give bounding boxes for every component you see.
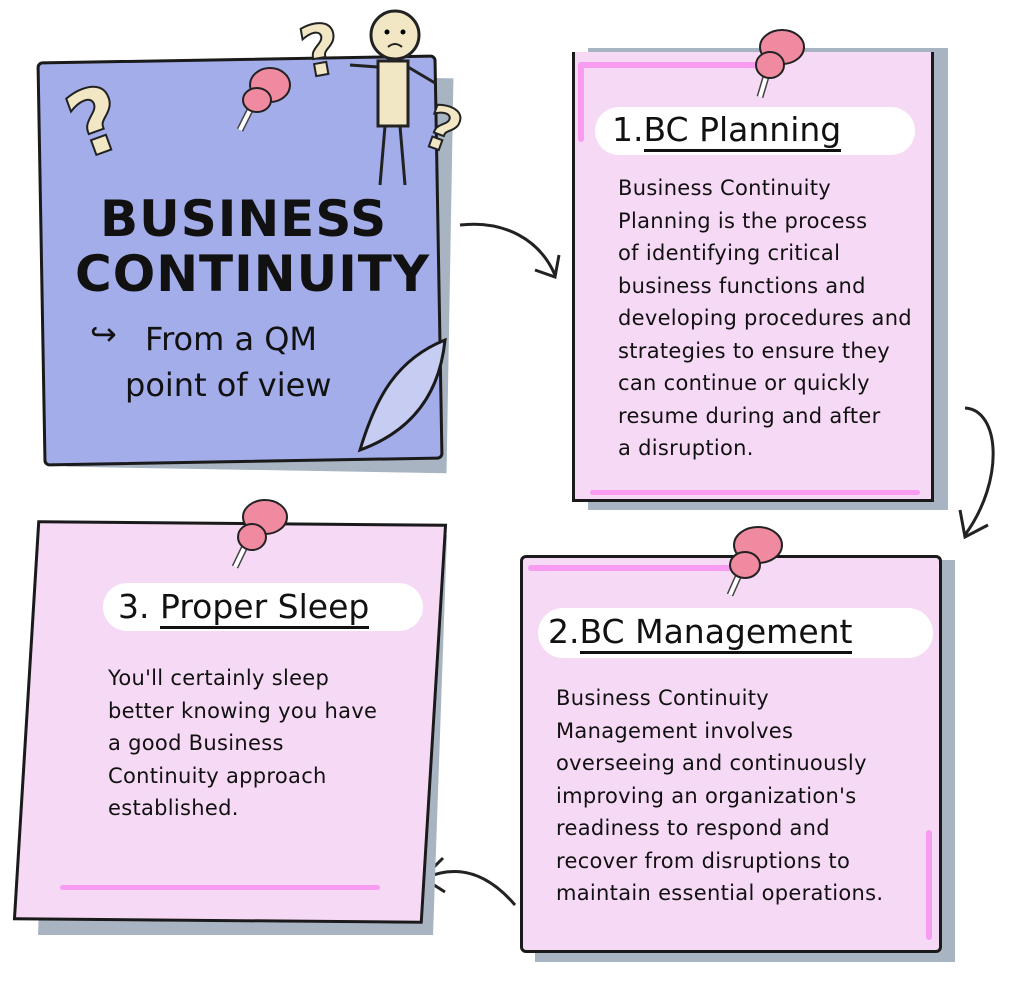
intro-subtitle-line2: point of view: [125, 366, 332, 404]
note-number: 1.: [612, 110, 644, 149]
note2-title: 2.BC Management: [548, 612, 853, 654]
body-line: resume during and after: [618, 403, 881, 428]
body-line: readiness to respond and: [556, 816, 830, 840]
body-line: overseeing and continuously: [556, 751, 867, 775]
highlight-strip: [590, 490, 920, 495]
note-title: Proper Sleep: [160, 587, 370, 629]
body-line: Management involves: [556, 718, 794, 743]
highlight-strip: [578, 62, 584, 142]
body-line: can continue or quickly: [618, 371, 870, 395]
highlight-strip: [926, 830, 932, 940]
body-line: better knowing you have: [108, 698, 378, 723]
title-highlight: [103, 583, 423, 631]
body-line: Continuity approach: [108, 763, 327, 788]
body-line: business functions and: [618, 273, 866, 298]
note-title: BC Management: [579, 612, 853, 654]
body-line: a good Business: [108, 731, 284, 755]
pushpin-icon: [726, 526, 783, 597]
note3-body: You'll certainly sleep better knowing you…: [108, 662, 377, 825]
pushpin-icon: [236, 67, 291, 132]
curved-arrow-icon: ↪: [90, 315, 117, 353]
note-number: 2.: [548, 612, 580, 651]
body-line: a disruption.: [618, 436, 754, 460]
body-line: established.: [108, 796, 239, 820]
body-line: of identifying critical: [618, 241, 841, 265]
arrow-icon: [958, 406, 995, 540]
arrow-icon: [459, 222, 561, 279]
confused-stick-figure-icon: [349, 9, 436, 186]
body-line: strategies to ensure they: [618, 338, 890, 363]
body-line: maintain essential operations.: [556, 881, 884, 905]
note-number: 3.: [118, 587, 150, 626]
title-highlight: [538, 608, 933, 658]
body-line: Business Continuity: [556, 686, 769, 710]
highlight-strip: [528, 565, 748, 571]
pushpin-icon: [231, 499, 288, 569]
intro-subtitle-line1: From a QM: [145, 320, 318, 358]
intro-title-line2: CONTINUITY: [75, 245, 431, 303]
body-line: improving an organization's: [556, 783, 857, 808]
body-line: Planning is the process: [618, 208, 868, 233]
intro-title-line1: BUSINESS: [100, 190, 388, 248]
page-curl: [357, 337, 447, 453]
body-line: Business Continuity: [618, 176, 831, 200]
note3-title: 3. Proper Sleep: [118, 587, 370, 629]
body-line: developing procedures and: [618, 306, 912, 330]
note1-title: 1.BC Planning: [612, 110, 842, 152]
highlight-strip: [60, 885, 380, 890]
title-highlight: [595, 107, 915, 155]
note-title: BC Planning: [643, 110, 842, 152]
body-line: You'll certainly sleep: [108, 666, 330, 690]
highlight-strip: [578, 62, 758, 68]
body-line: recover from disruptions to: [556, 848, 851, 873]
pushpin-icon: [755, 29, 805, 98]
